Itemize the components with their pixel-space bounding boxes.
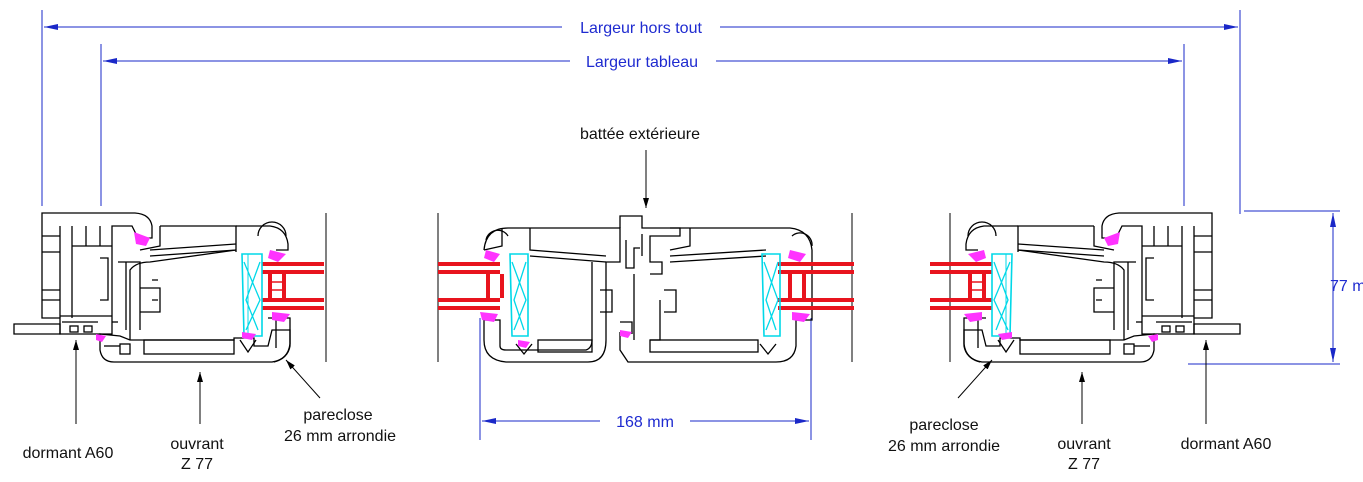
right-bead-label-2: 26 mm arrondie [888, 438, 1000, 455]
leader-arrows [73, 150, 1209, 424]
opening-width-label: Largeur tableau [586, 54, 698, 71]
left-bead-label-1: pareclose [303, 407, 372, 424]
height-label: 77 mm [1330, 278, 1363, 295]
right-sash-label-1: ouvrant [1057, 436, 1111, 453]
central-width-dimension: 168 mm [479, 318, 812, 440]
central-width-label: 168 mm [616, 414, 674, 431]
left-window-profile [13, 212, 325, 363]
battee-label: battée extérieure [580, 126, 700, 143]
left-bead-label-2: 26 mm arrondie [284, 428, 396, 445]
right-sash-label-2: Z 77 [1068, 456, 1100, 473]
left-frame-label: dormant A60 [23, 445, 114, 462]
opening-width-dimension: Largeur tableau [100, 44, 1185, 206]
overall-width-label: Largeur hors tout [580, 20, 702, 37]
left-sash-label-1: ouvrant [170, 436, 224, 453]
left-sash-label-2: Z 77 [181, 456, 213, 473]
overall-width-dimension: Largeur hors tout [41, 10, 1241, 214]
height-dimension: 77 mm [1188, 210, 1363, 365]
right-frame-label: dormant A60 [1181, 436, 1272, 453]
break-lines [325, 213, 951, 362]
central-mullion-profile [437, 215, 855, 363]
right-window-profile [929, 212, 1241, 363]
right-bead-label-1: pareclose [909, 417, 978, 434]
